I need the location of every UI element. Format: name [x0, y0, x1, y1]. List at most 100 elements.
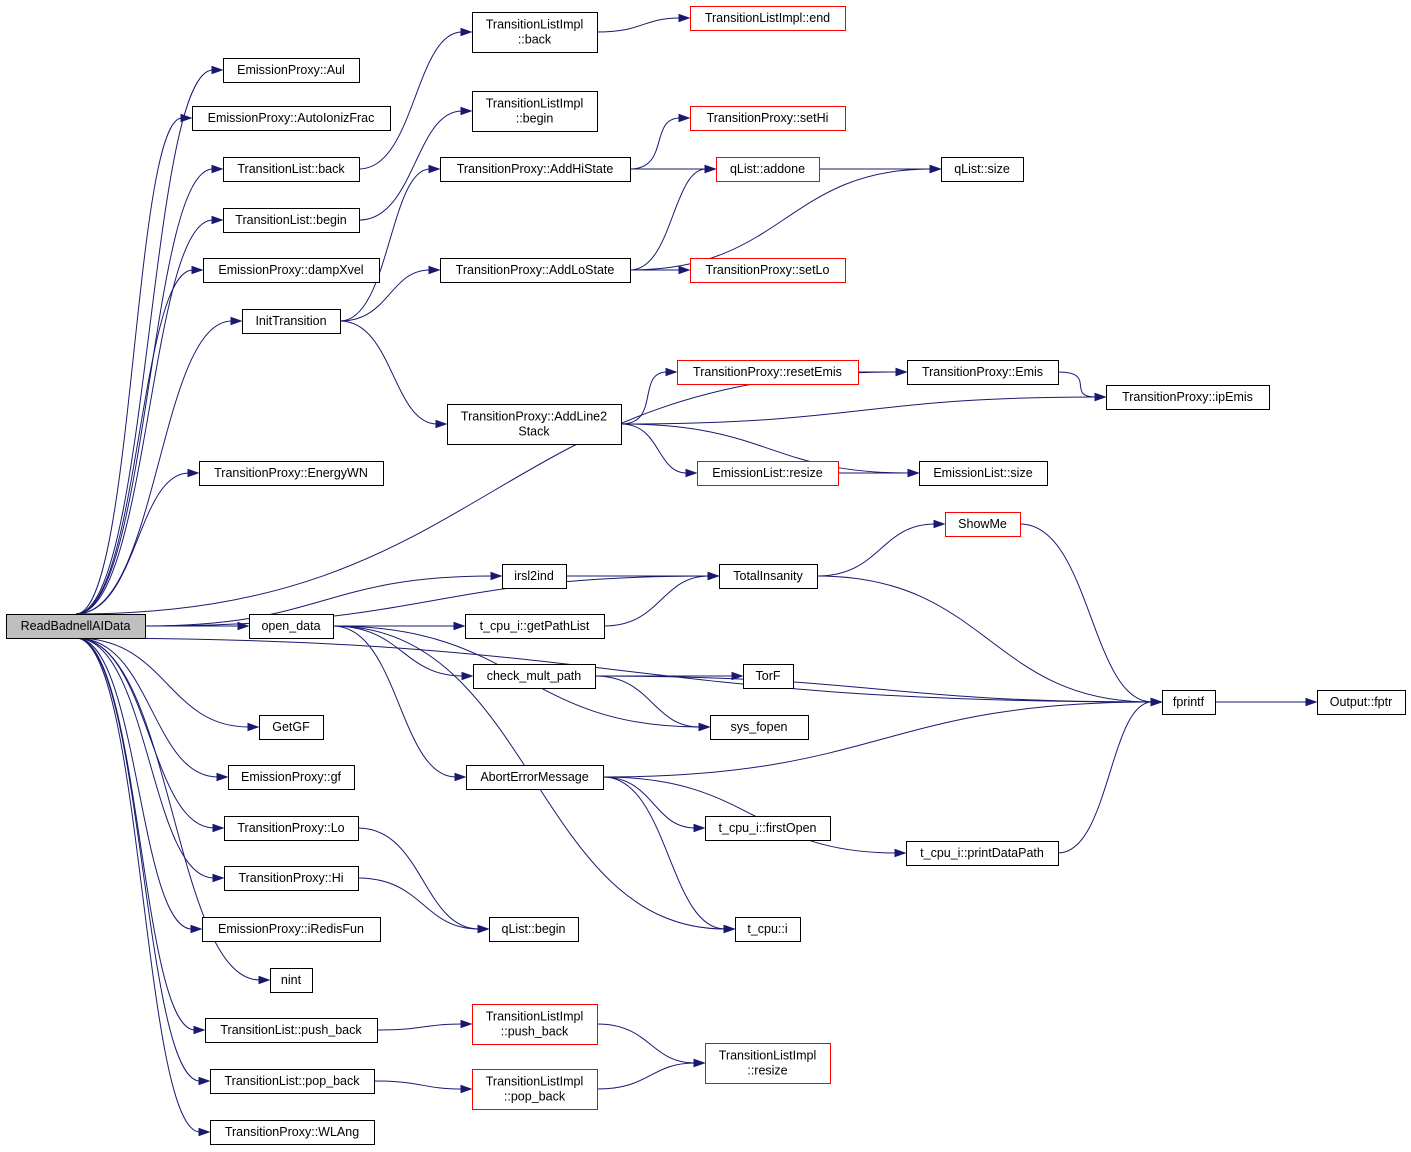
node-qlist-begin[interactable]: qList::begin [489, 917, 579, 942]
node-tp-hi[interactable]: TransitionProxy::Hi [224, 866, 359, 891]
node-tp-lo[interactable]: TransitionProxy::Lo [224, 816, 359, 841]
node-tli-pop[interactable]: TransitionListImpl::pop_back [472, 1069, 598, 1110]
node-iredis[interactable]: EmissionProxy::iRedisFun [202, 917, 381, 942]
node-box [705, 816, 831, 841]
node-box [716, 157, 820, 182]
node-label: ::push_back [501, 1025, 569, 1039]
node-sysfopen[interactable]: sys_fopen [710, 715, 809, 740]
edge-fprintf-to-output_fptr [1214, 697, 1318, 707]
node-inittrans[interactable]: InitTransition [242, 309, 341, 334]
node-tl-push[interactable]: TransitionList::push_back [205, 1018, 378, 1043]
node-addlo[interactable]: TransitionProxy::AddLoState [440, 258, 631, 283]
arrowhead [211, 215, 224, 225]
node-tli-begin[interactable]: TransitionListImpl::begin [472, 91, 598, 132]
arrowhead [490, 571, 503, 581]
node-open-data[interactable]: open_data [249, 614, 334, 639]
arrowhead [460, 27, 473, 37]
node-box [690, 106, 846, 131]
edge-root-to-getgf [75, 637, 260, 732]
arrowhead [212, 873, 225, 883]
edge-root-to-open_data [145, 621, 250, 631]
edge-inittrans-to-addhi [339, 164, 441, 322]
node-box [440, 258, 631, 283]
node-box [210, 1069, 375, 1094]
node-label: TransitionProxy::Lo [237, 821, 344, 835]
edge-tl_pop-to-tli_pop [373, 1080, 473, 1094]
node-resetemis[interactable]: TransitionProxy::resetEmis [677, 360, 859, 385]
node-sethi[interactable]: TransitionProxy::setHi [690, 106, 846, 131]
arrowhead [461, 671, 474, 681]
node-ipemis[interactable]: TransitionProxy::ipEmis [1106, 385, 1270, 410]
node-getpath[interactable]: t_cpu_i::getPathList [465, 614, 605, 639]
node-addone[interactable]: qList::addone [716, 157, 820, 182]
node-tl-begin[interactable]: TransitionList::begin [223, 208, 360, 233]
node-box [202, 917, 381, 942]
node-label: TransitionProxy::EnergyWN [214, 466, 368, 480]
node-box [1106, 385, 1270, 410]
node-tli-resize[interactable]: TransitionListImpl::resize [705, 1043, 831, 1084]
node-label: TransitionProxy::WLAng [225, 1125, 359, 1139]
node-tli-end[interactable]: TransitionListImpl::end [690, 6, 846, 31]
edge-tp_hi-to-qlist_begin [357, 877, 490, 934]
node-label: t_cpu_i::printDataPath [920, 846, 1044, 860]
node-energywn[interactable]: TransitionProxy::EnergyWN [199, 461, 384, 486]
node-printpath[interactable]: t_cpu_i::printDataPath [906, 841, 1059, 866]
node-label: irsl2ind [514, 569, 554, 583]
edge-tl_back-to-tli_back [358, 27, 473, 170]
node-box [697, 461, 839, 486]
node-aul[interactable]: EmissionProxy::Aul [223, 58, 360, 83]
node-tli-push[interactable]: TransitionListImpl::push_back [472, 1004, 598, 1045]
arrowhead [211, 65, 224, 75]
edge-root-to-tl_begin [75, 215, 224, 615]
node-label: GetGF [272, 720, 310, 734]
node-getgf[interactable]: GetGF [259, 715, 324, 740]
node-tp-emis[interactable]: TransitionProxy::Emis [907, 360, 1059, 385]
edge-inittrans-to-addline [339, 320, 448, 429]
node-torf[interactable]: TorF [743, 664, 794, 689]
node-box [224, 866, 359, 891]
node-totalins[interactable]: TotalInsanity [719, 564, 818, 589]
node-irsl2ind[interactable]: irsl2ind [502, 564, 567, 589]
node-setlo[interactable]: TransitionProxy::setLo [690, 258, 846, 283]
edge-abort-to-tcpu_i [602, 776, 736, 934]
node-showme[interactable]: ShowMe [945, 512, 1021, 537]
edge-layer [75, 13, 1318, 1137]
edge-root-to-autoioniz [75, 113, 193, 615]
node-output-fptr[interactable]: Output::fptr [1317, 690, 1406, 715]
node-label: TransitionListImpl::end [705, 11, 830, 25]
edge-root-to-totalins [144, 571, 720, 627]
node-box [199, 461, 384, 486]
node-tl-pop[interactable]: TransitionList::pop_back [210, 1069, 375, 1094]
node-tcpu-i[interactable]: t_cpu::i [735, 917, 801, 942]
node-autoioniz[interactable]: EmissionProxy::AutoIonizFrac [192, 106, 391, 131]
node-abort[interactable]: AbortErrorMessage [466, 765, 604, 790]
node-qlist-size[interactable]: qList::size [941, 157, 1024, 182]
node-root[interactable]: ReadBadnellAIData [6, 614, 146, 639]
edge-showme-to-fprintf [1019, 523, 1163, 707]
node-label: InitTransition [255, 314, 326, 328]
edge-open_data-to-abort [332, 625, 467, 782]
arrowhead [435, 419, 448, 429]
node-nint[interactable]: nint [270, 968, 313, 993]
arrowhead [678, 13, 691, 23]
node-checkmult[interactable]: check_mult_path [473, 664, 596, 689]
node-tli-back[interactable]: TransitionListImpl::back [472, 12, 598, 53]
node-el-size[interactable]: EmissionList::size [919, 461, 1048, 486]
edge-checkmult-to-sysfopen [594, 675, 711, 732]
node-box [210, 1120, 375, 1145]
node-tl-back[interactable]: TransitionList::back [223, 157, 360, 182]
node-wlang[interactable]: TransitionProxy::WLAng [210, 1120, 375, 1145]
node-firstopen[interactable]: t_cpu_i::firstOpen [705, 816, 831, 841]
node-addhi[interactable]: TransitionProxy::AddHiState [440, 157, 631, 182]
arrowhead [1305, 697, 1318, 707]
node-dampx[interactable]: EmissionProxy::dampXvel [203, 258, 380, 283]
node-fprintf[interactable]: fprintf [1162, 690, 1216, 715]
node-ep-gf[interactable]: EmissionProxy::gf [228, 765, 355, 790]
arrowhead [894, 848, 907, 858]
edge-addline-to-el_resize [620, 423, 698, 478]
node-el-resize[interactable]: EmissionList::resize [697, 461, 839, 486]
node-box [223, 58, 360, 83]
node-label: ShowMe [958, 517, 1007, 531]
